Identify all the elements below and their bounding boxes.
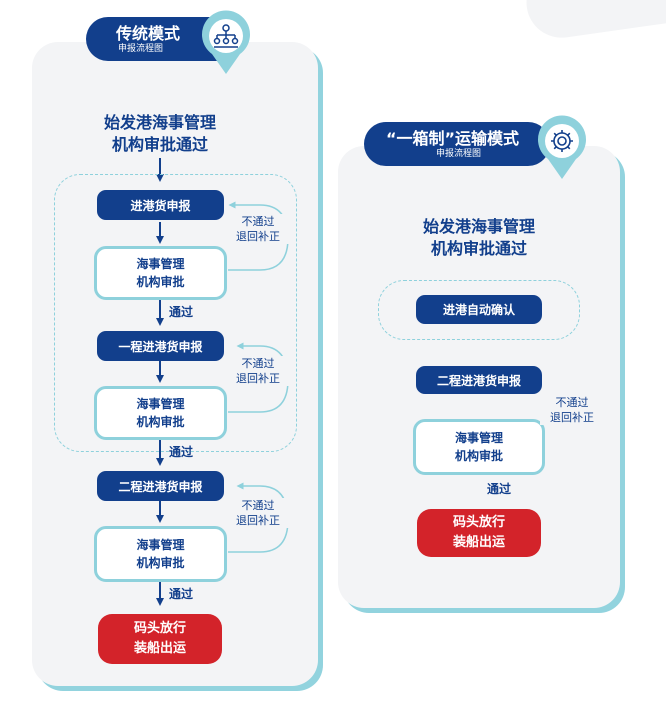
onebox-subtitle: 申报流程图 — [436, 148, 482, 159]
onebox-dashed-group — [378, 280, 580, 340]
onebox-title: “一箱制”运输模式 — [386, 128, 520, 148]
maritime-review-box-1: 海事管理 机构审批 — [94, 246, 227, 300]
maritime-review-box-2: 海事管理 机构审批 — [94, 386, 227, 440]
step-second-leg-declaration: 二程进港货申报 — [97, 471, 224, 501]
onebox-start-text: 始发港海事管理 机构审批通过 — [422, 217, 535, 258]
reject-label-2: 不通过 退回补正 — [226, 356, 290, 386]
pass-label-2: 通过 — [169, 445, 194, 459]
step-first-leg-declaration: 一程进港货申报 — [97, 331, 224, 361]
step-inbound-declaration: 进港货申报 — [97, 190, 224, 220]
pass-label-1: 通过 — [169, 305, 194, 319]
traditional-dashed-group — [54, 174, 297, 452]
onebox-title-tab: “一箱制”运输模式 申报流程图 — [364, 122, 550, 166]
traditional-title: 传统模式 — [116, 23, 181, 43]
maritime-review-box-3: 海事管理 机构审批 — [94, 526, 227, 582]
pass-label-onebox: 通过 — [487, 482, 512, 496]
reject-label-onebox: 不通过 退回补正 — [540, 395, 604, 425]
terminal-release-box: 码头放行 装船出运 — [98, 614, 222, 664]
gear-icon — [538, 115, 586, 179]
people-network-icon — [202, 10, 250, 74]
maritime-review-box-onebox: 海事管理 机构审批 — [413, 419, 545, 475]
reject-label-3: 不通过 退回补正 — [226, 498, 290, 528]
step-auto-confirm: 进港自动确认 — [416, 295, 542, 324]
terminal-release-box-onebox: 码头放行 装船出运 — [417, 509, 541, 557]
pass-label-3: 通过 — [169, 587, 194, 601]
traditional-subtitle: 申报流程图 — [118, 43, 164, 54]
reject-label-1: 不通过 退回补正 — [226, 214, 290, 244]
traditional-start-text: 始发港海事管理 机构审批通过 — [103, 113, 216, 154]
step-second-leg-declaration-onebox: 二程进港货申报 — [416, 366, 542, 394]
